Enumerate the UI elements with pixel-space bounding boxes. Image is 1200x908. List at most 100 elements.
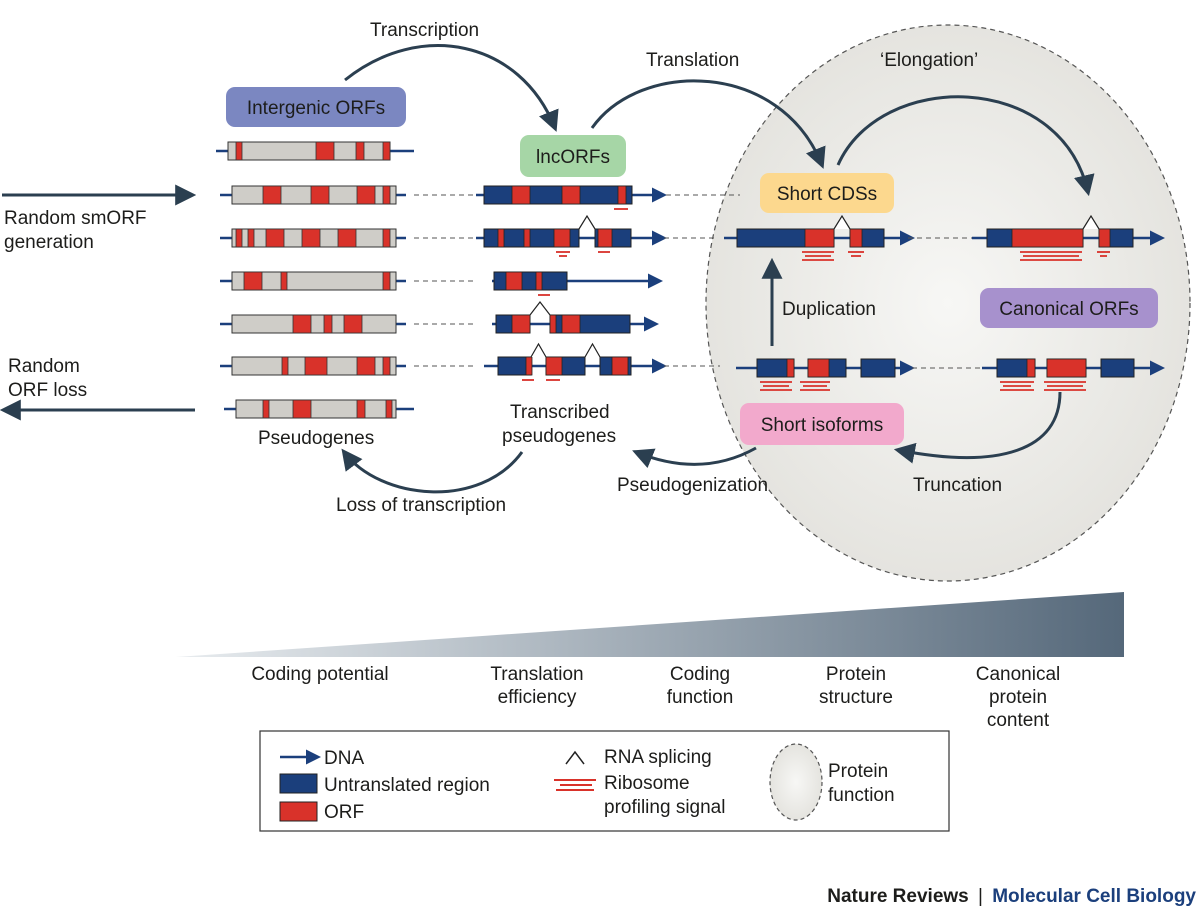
orf-segment <box>1098 228 1111 248</box>
legend-ribo-swatch <box>554 779 596 791</box>
gradient-label: structure <box>819 687 893 708</box>
orf-segment <box>355 141 365 161</box>
orf-segment <box>535 271 543 291</box>
legend-ribo-text-2: profiling signal <box>604 797 725 818</box>
orf-segment <box>553 228 571 248</box>
elongation-arrow <box>836 95 1095 197</box>
orf-segment <box>545 356 563 376</box>
utr-exon <box>860 358 896 378</box>
pill-short-isoforms: Short isoforms <box>740 403 904 445</box>
pill-intergenic-orfs: Intergenic ORFs <box>226 87 406 127</box>
pill-short-cdss-text: Short CDSs <box>777 184 877 205</box>
legend-protein-text-1: Protein <box>828 761 888 782</box>
orf-segment <box>385 399 393 419</box>
orf-segment <box>523 228 531 248</box>
legend-splicing-caret <box>565 750 585 765</box>
orf-segment <box>247 228 255 248</box>
utr-exon <box>493 271 568 291</box>
orf-segment <box>356 399 366 419</box>
pseudogene-body <box>227 141 391 161</box>
translation-label: Translation <box>646 50 739 71</box>
pseudogenization-label: Pseudogenization <box>617 475 768 496</box>
orf-segment <box>315 141 335 161</box>
legend: DNA Untranslated region ORF RNA splicing… <box>259 730 950 832</box>
pseudogenization-arrow <box>632 446 757 469</box>
orf-segment <box>262 185 282 205</box>
splice-caret <box>529 301 551 316</box>
legend-protein-ellipse <box>769 743 823 821</box>
orf-segment <box>561 185 581 205</box>
transcription-label: Transcription <box>370 20 479 41</box>
orf-segment <box>265 228 285 248</box>
gradient-label: Protein <box>826 664 886 685</box>
gradient-label: Coding <box>670 664 730 685</box>
pill-canonical-orfs: Canonical ORFs <box>980 288 1158 328</box>
gradient-wedge <box>176 592 1124 657</box>
duplication-label: Duplication <box>782 299 876 320</box>
orf-segment <box>511 314 531 334</box>
orf-segment <box>597 228 613 248</box>
random-smorf-label-2: generation <box>4 232 94 253</box>
orf-segment <box>849 228 863 248</box>
orf-segment <box>323 314 333 334</box>
orf-segment <box>382 185 391 205</box>
legend-orf-text: ORF <box>324 802 364 823</box>
pseudogene-body <box>231 271 397 291</box>
gradient-label: Coding potential <box>251 664 388 685</box>
splice-caret <box>530 342 547 358</box>
orf-segment <box>1046 358 1087 378</box>
legend-orf-swatch <box>279 801 318 822</box>
pill-short-isoforms-text: Short isoforms <box>761 415 883 436</box>
orf-segment <box>786 358 795 378</box>
splice-caret <box>584 342 601 358</box>
orf-segment <box>235 228 243 248</box>
legend-box <box>259 730 950 832</box>
credit-line: Nature Reviews | Molecular Cell Biology <box>827 886 1196 907</box>
truncation-arrow <box>893 391 1062 464</box>
orf-segment <box>611 356 629 376</box>
orf-segment <box>525 356 533 376</box>
orf-segment <box>382 141 391 161</box>
credit-journal: Nature Reviews <box>827 886 969 907</box>
gradient-label: content <box>987 710 1050 731</box>
orf-segment <box>356 185 376 205</box>
orf-segment <box>304 356 328 376</box>
orf-segment <box>1026 358 1036 378</box>
orf-segment <box>292 314 312 334</box>
pill-short-cdss: Short CDSs <box>760 173 894 213</box>
pill-canonical-orfs-text: Canonical ORFs <box>999 299 1138 320</box>
splice-caret <box>578 214 596 230</box>
orf-segment <box>804 228 835 248</box>
orf-segment <box>505 271 523 291</box>
credit-separator: | <box>978 886 983 907</box>
loss-of-transcription-label: Loss of transcription <box>336 495 506 516</box>
gradient-label: efficiency <box>498 687 577 708</box>
orf-segment <box>262 399 270 419</box>
legend-utr-swatch <box>279 773 318 794</box>
splice-caret <box>833 214 851 230</box>
orf-segment <box>1011 228 1084 248</box>
legend-splicing-text: RNA splicing <box>604 747 712 768</box>
orf-segment <box>292 399 312 419</box>
random-orf-loss-label-2: ORF loss <box>8 380 87 401</box>
elongation-label: ‘Elongation’ <box>880 50 978 71</box>
legend-dna-text: DNA <box>324 748 364 769</box>
splice-caret <box>1082 214 1100 230</box>
gradient-label: protein <box>989 687 1047 708</box>
translation-arrow <box>590 79 826 169</box>
orf-segment <box>382 228 391 248</box>
pseudogene-body <box>235 399 397 419</box>
orf-segment <box>382 356 391 376</box>
pill-lncorfs-text: lncORFs <box>536 147 610 168</box>
orf-segment <box>343 314 363 334</box>
pill-intergenic-orfs-text: Intergenic ORFs <box>247 98 385 119</box>
orf-segment <box>281 356 289 376</box>
random-orf-loss-label-1: Random <box>8 356 80 377</box>
pseudogene-body <box>231 314 397 334</box>
orf-segment <box>337 228 357 248</box>
orf-segment <box>243 271 263 291</box>
credit-subjournal: Molecular Cell Biology <box>992 886 1196 907</box>
orf-segment <box>301 228 321 248</box>
transcription-arrow <box>344 44 559 132</box>
